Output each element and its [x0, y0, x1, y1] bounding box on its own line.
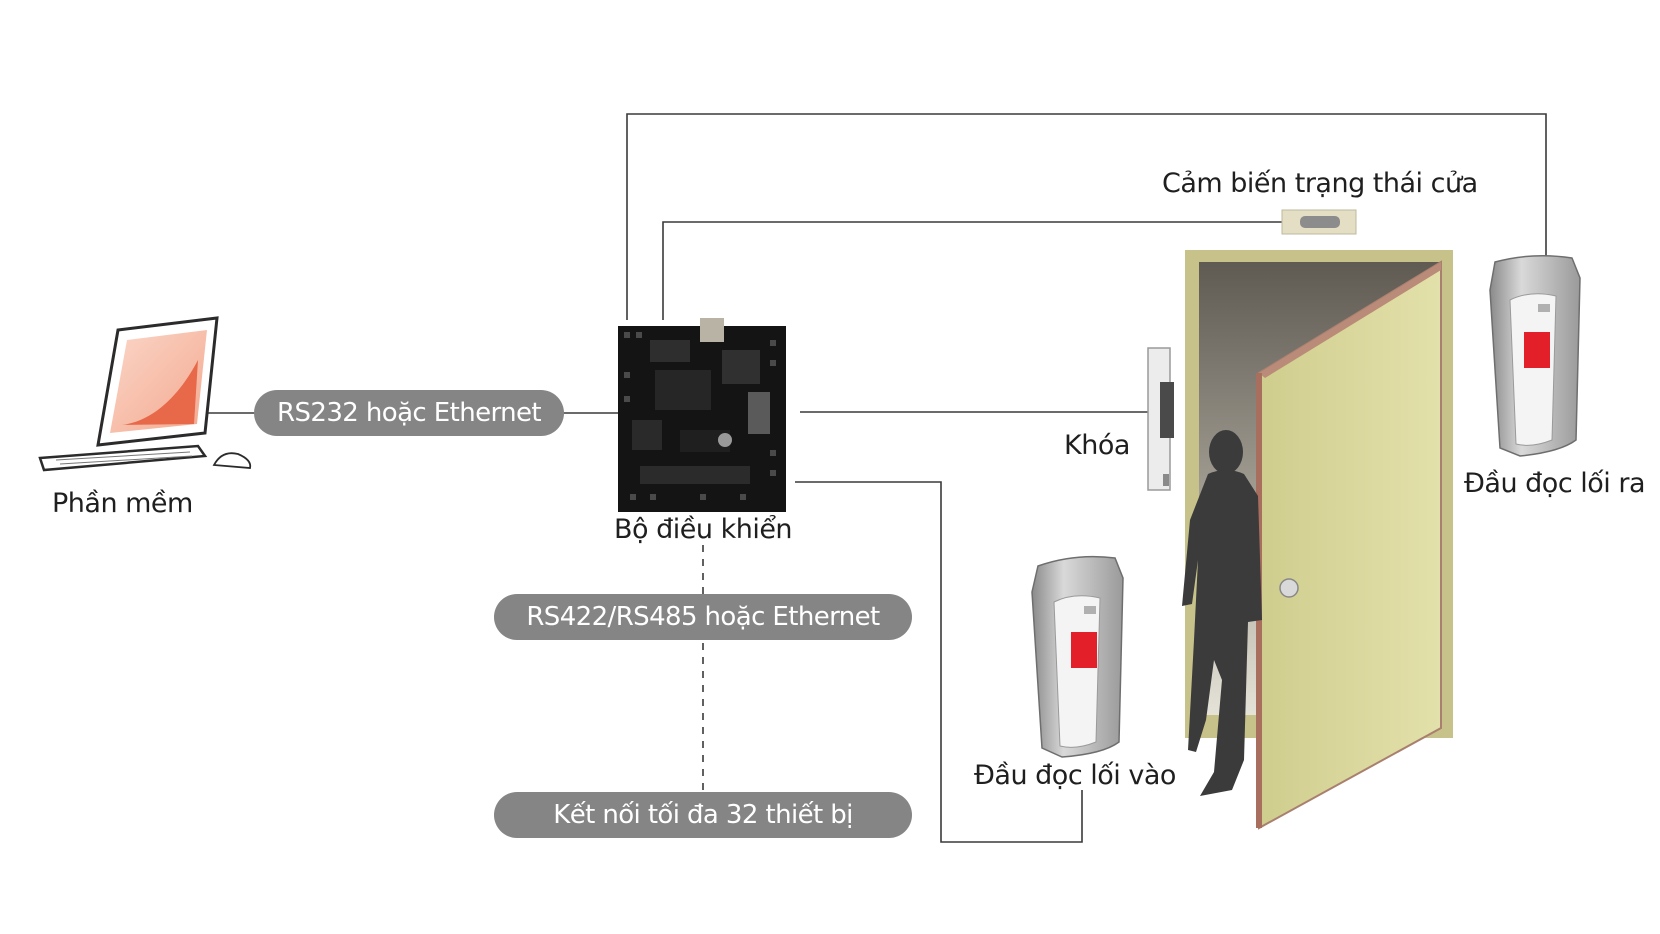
wire-controller-to-exit-reader — [626, 113, 1547, 320]
wire-controller-to-entry-reader — [795, 481, 1083, 843]
card-reader-icon-entry — [1031, 555, 1124, 758]
door-icon — [1185, 250, 1453, 830]
lock-label: Khóa — [1064, 430, 1130, 461]
entry-reader-label: Đầu đọc lối vào — [974, 760, 1176, 791]
person-silhouette-icon — [1182, 430, 1262, 796]
lock-icon — [1147, 347, 1174, 491]
controller-label: Bộ điều khiển — [614, 514, 793, 545]
controller-board-icon — [618, 318, 786, 512]
rs232-connection-pill: RS232 hoặc Ethernet — [254, 390, 564, 436]
door-sensor-icon — [1281, 209, 1357, 235]
card-reader-icon-exit — [1489, 255, 1581, 457]
exit-reader-label: Đầu đọc lối ra — [1464, 468, 1646, 499]
wire-controller-to-door-sensor — [662, 221, 1285, 320]
max-devices-pill: Kết nối tối đa 32 thiết bị — [494, 792, 912, 838]
door-sensor-label: Cảm biến trạng thái cửa — [1162, 168, 1478, 199]
software-label: Phần mềm — [52, 488, 193, 519]
computer-icon — [38, 316, 252, 472]
rs485-connection-pill: RS422/RS485 hoặc Ethernet — [494, 594, 912, 640]
